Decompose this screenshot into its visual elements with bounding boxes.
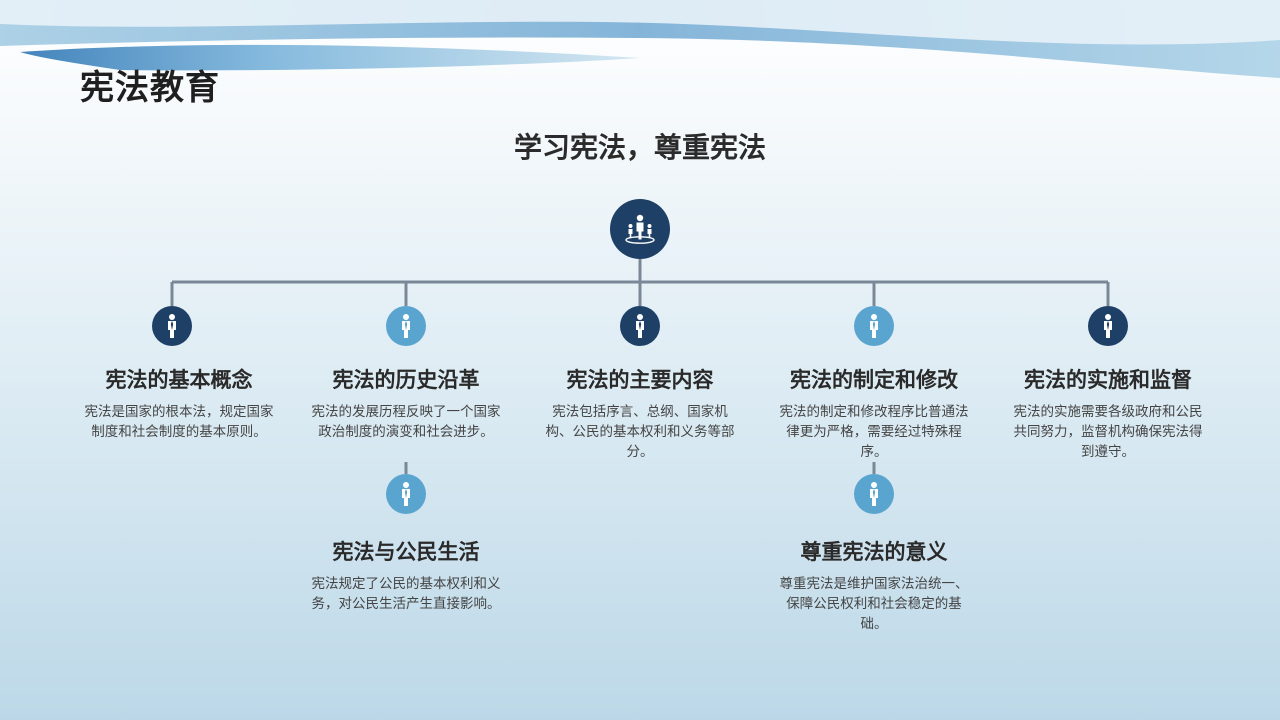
root-circle bbox=[610, 199, 670, 259]
node-3-desc: 宪法包括序言、总纲、国家机构、公民的基本权利和义务等部分。 bbox=[545, 404, 735, 460]
header-wave-decoration bbox=[0, 0, 1280, 78]
node-2-title: 宪法的历史沿革 bbox=[332, 368, 480, 392]
person-icon bbox=[636, 314, 644, 338]
sub-node-2-circle bbox=[854, 474, 894, 514]
node-1-desc: 宪法是国家的根本法，规定国家制度和社会制度的基本原则。 bbox=[84, 404, 274, 440]
person-icon bbox=[402, 314, 410, 338]
person-icon bbox=[870, 482, 878, 506]
node-3-circle bbox=[620, 306, 660, 346]
person-icon bbox=[168, 314, 176, 338]
node-3-title: 宪法的主要内容 bbox=[566, 368, 714, 392]
person-icon bbox=[402, 482, 410, 506]
sub-node-1-circle bbox=[386, 474, 426, 514]
node-5-circle bbox=[1088, 306, 1128, 346]
diagram-heading: 学习宪法，尊重宪法 bbox=[513, 131, 766, 164]
sub-node-1-desc: 宪法规定了公民的基本权利和义务，对公民生活产生直接影响。 bbox=[311, 576, 501, 612]
node-1-circle bbox=[152, 306, 192, 346]
sub-node-2-desc: 尊重宪法是维护国家法治统一、保障公民权利和社会稳定的基础。 bbox=[779, 576, 969, 632]
sub-node-2-title: 尊重宪法的意义 bbox=[800, 540, 948, 564]
node-5-desc: 宪法的实施需要各级政府和公民共同努力，监督机构确保宪法得到遵守。 bbox=[1013, 404, 1203, 460]
node-2-circle bbox=[386, 306, 426, 346]
node-4-circle bbox=[854, 306, 894, 346]
sub-node-1-title: 宪法与公民生活 bbox=[332, 540, 480, 564]
slide-title: 宪法教育 bbox=[80, 68, 220, 108]
person-icon bbox=[1104, 314, 1112, 338]
people-group-icon bbox=[625, 214, 655, 244]
person-icon bbox=[870, 314, 878, 338]
node-4-title: 宪法的制定和修改 bbox=[790, 368, 958, 392]
node-2-desc: 宪法的发展历程反映了一个国家政治制度的演变和社会进步。 bbox=[311, 404, 501, 440]
node-1-title: 宪法的基本概念 bbox=[105, 368, 253, 392]
node-4-desc: 宪法的制定和修改程序比普通法律更为严格，需要经过特殊程序。 bbox=[779, 404, 969, 460]
node-5-title: 宪法的实施和监督 bbox=[1024, 368, 1192, 392]
